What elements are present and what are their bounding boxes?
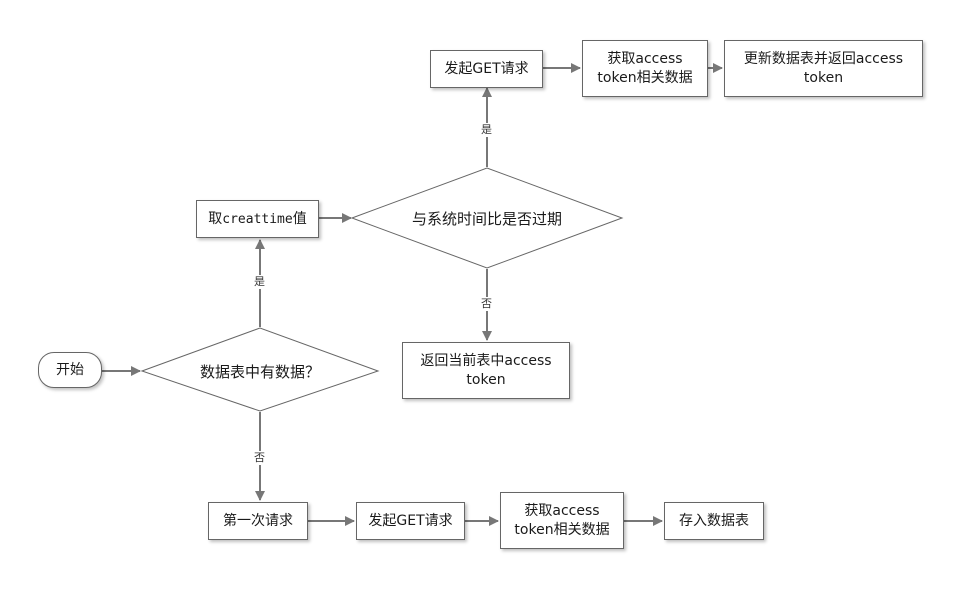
get-createtime-code: creattime bbox=[222, 211, 293, 227]
start-label: 开始 bbox=[56, 361, 84, 378]
update-and-return-node: 更新数据表并返回access token bbox=[724, 40, 923, 97]
expired-label-box: 与系统时间比是否过期 bbox=[387, 203, 587, 233]
edge-label-has-data-no: 否 bbox=[253, 451, 266, 465]
bottom-fetch-token-node: 获取access token相关数据 bbox=[500, 492, 624, 549]
top-get-request-label: 发起GET请求 bbox=[444, 60, 529, 77]
save-table-label: 存入数据表 bbox=[679, 512, 749, 529]
start-node: 开始 bbox=[38, 352, 102, 388]
save-table-node: 存入数据表 bbox=[664, 502, 764, 540]
expired-label: 与系统时间比是否过期 bbox=[411, 209, 562, 228]
update-and-return-label: 更新数据表并返回access token bbox=[743, 50, 904, 86]
first-request-node: 第一次请求 bbox=[208, 502, 308, 540]
return-current-label: 返回当前表中access token bbox=[420, 352, 552, 388]
bottom-get-request-node: 发起GET请求 bbox=[356, 502, 465, 540]
first-request-label: 第一次请求 bbox=[223, 512, 293, 529]
top-fetch-token-label: 获取access token相关数据 bbox=[597, 50, 693, 86]
top-get-request-node: 发起GET请求 bbox=[430, 50, 543, 88]
has-data-diamond bbox=[140, 327, 380, 412]
bottom-get-request-label: 发起GET请求 bbox=[368, 512, 453, 529]
get-createtime-prefix: 取 bbox=[208, 210, 223, 227]
get-createtime-suffix: 值 bbox=[292, 210, 307, 227]
bottom-fetch-token-label: 获取access token相关数据 bbox=[514, 502, 610, 538]
edge-label-expired-yes: 是 bbox=[480, 123, 493, 137]
return-current-node: 返回当前表中access token bbox=[402, 342, 570, 399]
top-fetch-token-node: 获取access token相关数据 bbox=[582, 40, 708, 97]
expired-diamond bbox=[350, 167, 624, 269]
has-data-label: 数据表中有数据？ bbox=[199, 362, 320, 381]
edge-label-expired-no: 否 bbox=[480, 297, 493, 311]
has-data-label-box: 数据表中有数据？ bbox=[160, 356, 360, 386]
edge-label-has-data-yes: 是 bbox=[253, 275, 266, 289]
